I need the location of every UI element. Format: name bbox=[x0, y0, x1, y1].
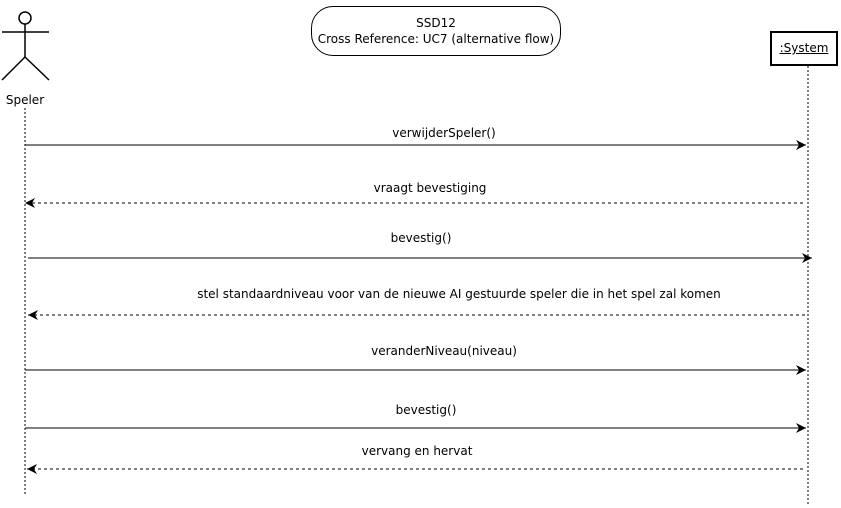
message-arrow bbox=[25, 423, 806, 433]
arrowhead-icon bbox=[802, 253, 812, 263]
arrowhead-icon bbox=[796, 365, 806, 375]
message-arrow bbox=[25, 365, 806, 375]
system-object-box: :System bbox=[770, 31, 838, 66]
message-arrows bbox=[25, 140, 812, 474]
message-arrow bbox=[25, 140, 806, 150]
message-label: verwijderSpeler() bbox=[392, 126, 496, 140]
message-arrow bbox=[28, 253, 812, 263]
message-arrow bbox=[25, 198, 803, 208]
arrowhead-icon bbox=[27, 464, 37, 474]
arrowhead-icon bbox=[796, 423, 806, 433]
message-arrow bbox=[27, 464, 803, 474]
message-label: vervang en hervat bbox=[361, 444, 473, 458]
actor-name: Speler bbox=[5, 93, 45, 107]
diagram-cross-reference: Cross Reference: UC7 (alternative flow) bbox=[317, 32, 555, 46]
diagram-title: SSD12 bbox=[416, 16, 456, 30]
arrowhead-icon bbox=[28, 310, 38, 320]
system-name: :System bbox=[779, 41, 829, 55]
message-label: veranderNiveau(niveau) bbox=[371, 344, 517, 358]
actor-stick-figure-icon bbox=[1, 11, 50, 81]
message-label: vraagt bevestiging bbox=[373, 181, 487, 195]
message-label: bevestig() bbox=[395, 403, 457, 417]
arrowhead-icon bbox=[25, 198, 35, 208]
message-arrow bbox=[28, 310, 805, 320]
diagram-title-box: SSD12 Cross Reference: UC7 (alternative … bbox=[311, 6, 561, 56]
arrowhead-icon bbox=[796, 140, 806, 150]
message-label: stel standaardniveau voor van de nieuwe … bbox=[197, 287, 721, 301]
message-label: bevestig() bbox=[390, 231, 452, 245]
